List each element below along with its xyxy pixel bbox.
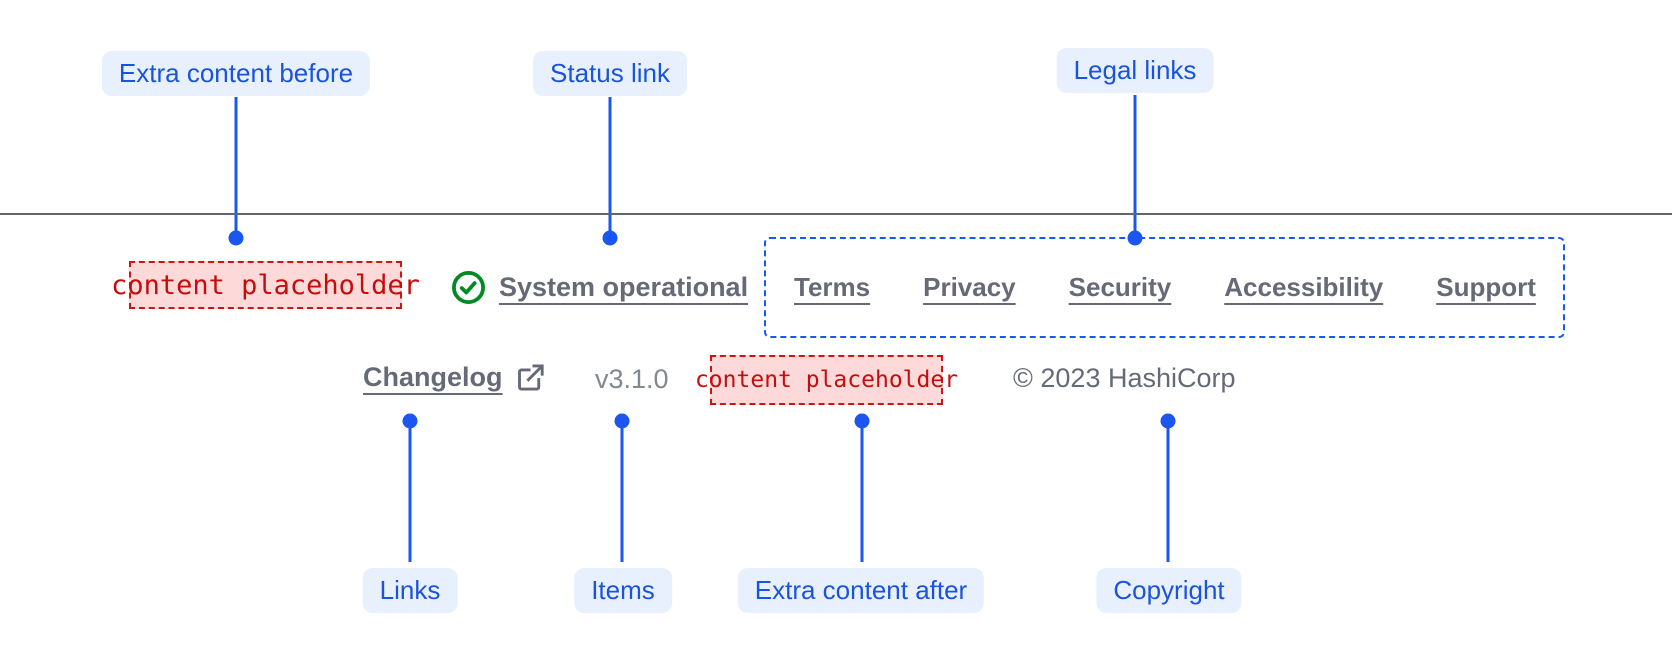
- connector-line-status-link: [608, 97, 612, 231]
- annotation-copyright: Copyright: [1096, 568, 1242, 613]
- annotation-extra-content-before: Extra content before: [101, 51, 371, 96]
- connector-line-extra-content-after: [860, 428, 864, 562]
- connector-dot-extra-content-after: [854, 413, 870, 429]
- changelog-link-label[interactable]: Changelog: [363, 361, 503, 392]
- connector-dot-copyright: [1160, 413, 1176, 429]
- version-label: v3.1.0: [595, 364, 669, 394]
- divider: [0, 213, 1672, 215]
- annotation-status-link: Status link: [533, 51, 687, 96]
- annotation-extra-content-after: Extra content after: [737, 568, 985, 613]
- copyright-text: © 2023 HashiCorp: [1013, 363, 1236, 393]
- connector-dot-links: [402, 413, 418, 429]
- check-circle-icon: [451, 270, 486, 305]
- connector-line-links: [408, 428, 412, 562]
- status-link-label[interactable]: System operational: [499, 271, 749, 302]
- external-link-icon: [514, 361, 547, 394]
- extra-content-before-placeholder: content placeholder: [111, 261, 420, 309]
- legal-link-support[interactable]: Support: [1436, 272, 1536, 302]
- connector-line-legal-links: [1133, 95, 1137, 231]
- legal-link-terms[interactable]: Terms: [794, 272, 871, 302]
- legal-link-privacy[interactable]: Privacy: [923, 272, 1016, 302]
- annotation-items: Items: [574, 568, 672, 613]
- legal-link-accessibility[interactable]: Accessibility: [1224, 272, 1384, 302]
- extra-content-after-placeholder: content placeholder: [695, 355, 958, 405]
- connector-line-copyright: [1166, 428, 1170, 562]
- legal-links-group: Terms Privacy Security Accessibility Sup…: [764, 237, 1565, 338]
- legal-link-security[interactable]: Security: [1068, 272, 1172, 302]
- connector-line-items: [620, 428, 624, 562]
- connector-dot-extra-content-before: [228, 230, 244, 246]
- changelog-link[interactable]: Changelog: [363, 355, 547, 399]
- connector-dot-status-link: [602, 230, 618, 246]
- connector-line-extra-content-before: [234, 97, 238, 231]
- connector-dot-items: [614, 413, 630, 429]
- status-link[interactable]: System operational: [451, 263, 748, 311]
- annotation-legal-links: Legal links: [1056, 48, 1214, 93]
- annotation-links: Links: [362, 568, 458, 613]
